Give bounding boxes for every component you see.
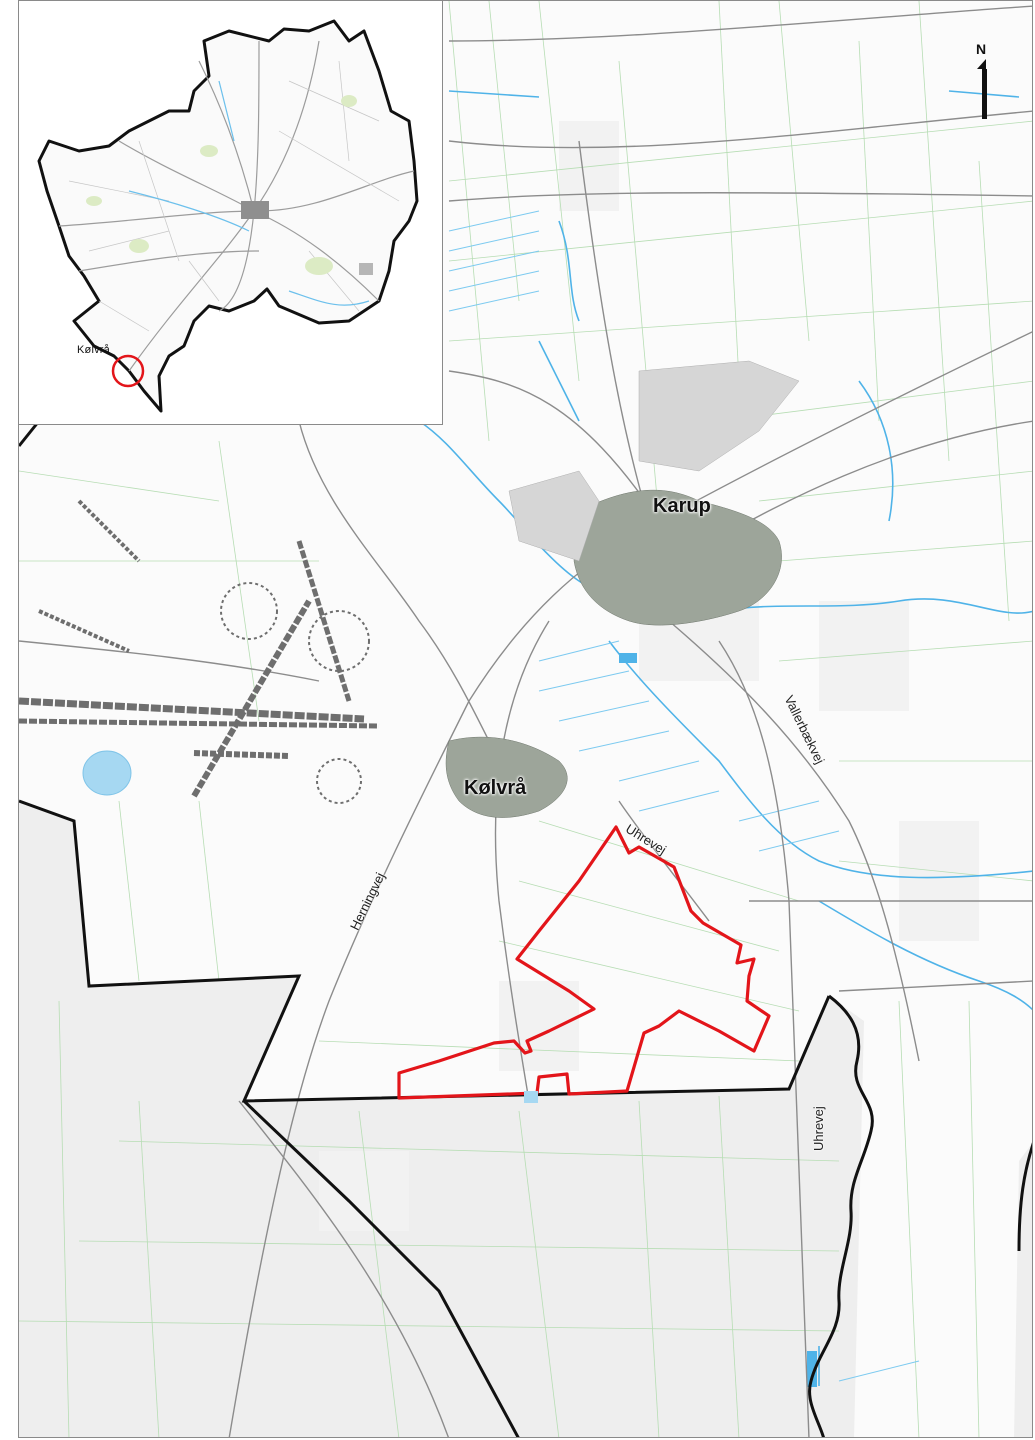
forest-patches (319, 121, 979, 1231)
town-label-karup: Karup (653, 495, 711, 517)
industrial-areas (508, 360, 800, 562)
lake (82, 750, 132, 796)
project-area-boundary (397, 825, 771, 1100)
inset-town-east (359, 263, 373, 275)
pond (619, 653, 637, 663)
north-arrow-icon (977, 59, 987, 119)
pond-south (807, 1351, 817, 1387)
inset-overview-map[interactable]: Kølvrå (19, 1, 443, 425)
project-area-pond (524, 1091, 538, 1103)
north-label: N (976, 41, 987, 57)
inset-water (128, 80, 370, 306)
neighbour-municipality-area (19, 801, 864, 1437)
municipal-border-south (242, 1099, 520, 1437)
town-label-kolvra: Kølvrå (464, 777, 527, 799)
map-frame[interactable]: Karup Kølvrå Herningvej Uhrevej Uhrevej … (18, 0, 1033, 1438)
inset-main-town (241, 201, 269, 219)
municipal-border (19, 799, 831, 1103)
drainage-ditches (448, 210, 920, 1382)
municipal-border-east (1017, 1142, 1032, 1252)
airbase (19, 499, 380, 804)
road-label-uhrevej-south: Uhrevej (811, 1106, 826, 1151)
inset-location-label: Kølvrå (77, 344, 110, 356)
urban-areas (445, 489, 782, 818)
municipal-border-river (808, 994, 874, 1437)
inset-location-marker (111, 354, 145, 388)
base-map[interactable] (19, 1, 1033, 1438)
inset-municipality-shape (37, 19, 419, 413)
inset-municipality (37, 19, 419, 413)
inset-green-areas (86, 95, 357, 275)
roads (19, 5, 1032, 1437)
municipal-border-northwest (19, 420, 41, 447)
